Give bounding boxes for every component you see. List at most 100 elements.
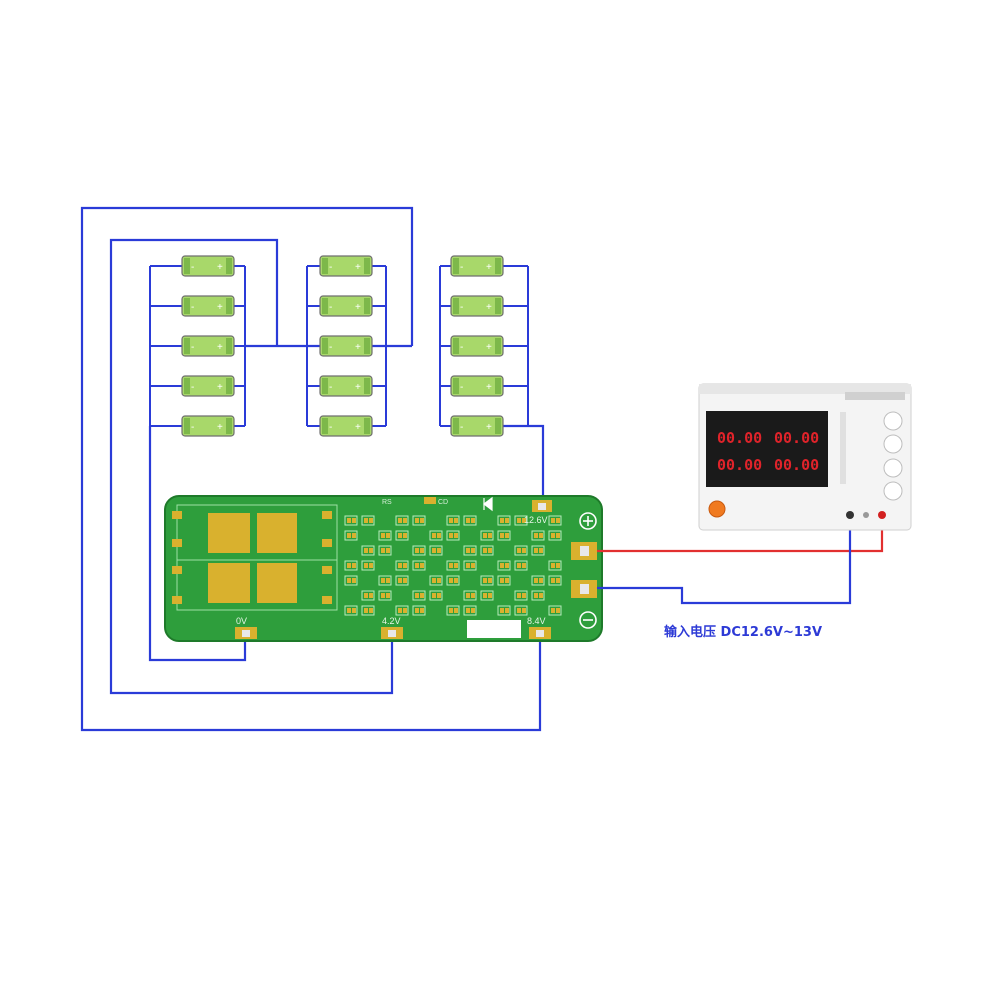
mosfet-pad: [208, 563, 250, 603]
smd-pad: [505, 563, 509, 568]
smd-pad: [415, 518, 419, 523]
cell-negative-mark: -: [460, 422, 463, 433]
smd-pad: [449, 533, 453, 538]
smd-pad: [488, 533, 492, 538]
smd-pad: [551, 518, 555, 523]
smd-part: [514, 590, 528, 601]
cell-positive-mark: +: [355, 342, 361, 353]
smd-part: [395, 530, 409, 541]
cell-negative-mark: -: [460, 302, 463, 313]
smd-pad: [369, 608, 373, 613]
smd-part: [480, 575, 494, 586]
smd-part: [395, 605, 409, 616]
cell-negative-mark: -: [460, 262, 463, 273]
wire-4v2-loop: [109, 238, 394, 695]
label-cd: CD: [438, 499, 448, 506]
smd-pad: [347, 608, 351, 613]
cell-negative-mark: -: [329, 382, 332, 393]
smd-pad: [466, 548, 470, 553]
smd-part: [395, 575, 409, 586]
label-8v4: 8.4V: [527, 616, 546, 626]
smd-part: [463, 545, 477, 556]
smd-pad: [471, 593, 475, 598]
smd-part: [344, 515, 358, 526]
smd-pad: [471, 518, 475, 523]
smd-pad: [403, 518, 407, 523]
knob-icon: [883, 434, 903, 454]
battery-cell: -+: [319, 255, 373, 277]
plus-terminal-icon: [579, 512, 597, 530]
smd-part: [344, 575, 358, 586]
smd-pad: [432, 533, 436, 538]
smd-part: [361, 605, 375, 616]
terminal-red-icon: [878, 511, 886, 519]
smd-pad: [466, 518, 470, 523]
smd-part: [514, 605, 528, 616]
smd-pad: [534, 533, 538, 538]
battery-cell: -+: [319, 375, 373, 397]
minus-terminal-icon: [579, 611, 597, 629]
psu-display-panel: [706, 411, 828, 487]
psu-display-4: 00.00: [774, 456, 819, 474]
smd-part: [446, 605, 460, 616]
smd-pad: [381, 548, 385, 553]
cell-negative-mark: -: [191, 382, 194, 393]
smd-pad: [500, 608, 504, 613]
smd-pad: [403, 578, 407, 583]
smd-part: [548, 515, 562, 526]
smd-pad: [556, 563, 560, 568]
smd-part: [463, 560, 477, 571]
smd-part: [497, 605, 511, 616]
smd-part: [361, 560, 375, 571]
smd-part: [548, 575, 562, 586]
battery-cell: -+: [450, 335, 504, 357]
smd-part: [412, 605, 426, 616]
smd-components: [344, 515, 562, 616]
smd-part: [531, 545, 545, 556]
cell-positive-mark: +: [217, 302, 223, 313]
battery-cell: -+: [450, 295, 504, 317]
cell-negative-mark: -: [460, 342, 463, 353]
battery-cell: -+: [181, 335, 235, 357]
smd-part: [480, 545, 494, 556]
smd-pad: [449, 518, 453, 523]
cell-negative-mark: -: [191, 342, 194, 353]
smd-part: [548, 605, 562, 616]
smd-pad: [517, 548, 521, 553]
smd-pad: [505, 518, 509, 523]
smd-pad: [534, 593, 538, 598]
psu-display-2: 00.00: [774, 429, 819, 447]
smd-part: [378, 575, 392, 586]
smd-pad: [420, 593, 424, 598]
smd-part: [412, 560, 426, 571]
battery-cell: -+: [181, 295, 235, 317]
smd-pad: [500, 518, 504, 523]
smd-pad: [522, 608, 526, 613]
smd-pad: [556, 533, 560, 538]
battery-cell: -+: [450, 375, 504, 397]
smd-pad: [488, 578, 492, 583]
smd-part: [463, 605, 477, 616]
smd-pad: [505, 578, 509, 583]
bms-pcb: RS CD 12.6V 0V 4.2V 8.4V: [164, 495, 603, 642]
smd-pad: [483, 578, 487, 583]
cell-negative-mark: -: [329, 262, 332, 273]
smd-pad: [471, 548, 475, 553]
smd-pad: [369, 518, 373, 523]
smd-pad: [522, 593, 526, 598]
smd-pad: [522, 563, 526, 568]
smd-part: [378, 590, 392, 601]
dc-power-supply: 00.00 00.00 00.00 00.00: [698, 383, 912, 531]
battery-cell: -+: [181, 415, 235, 437]
smd-pad: [449, 563, 453, 568]
smd-pad: [551, 563, 555, 568]
smd-pad: [534, 578, 538, 583]
battery-cell: -+: [319, 335, 373, 357]
smd-part: [378, 530, 392, 541]
smd-part: [548, 560, 562, 571]
pcb-white-label: [467, 620, 521, 638]
smd-pad: [483, 593, 487, 598]
smd-pad: [398, 533, 402, 538]
smd-pad: [381, 578, 385, 583]
